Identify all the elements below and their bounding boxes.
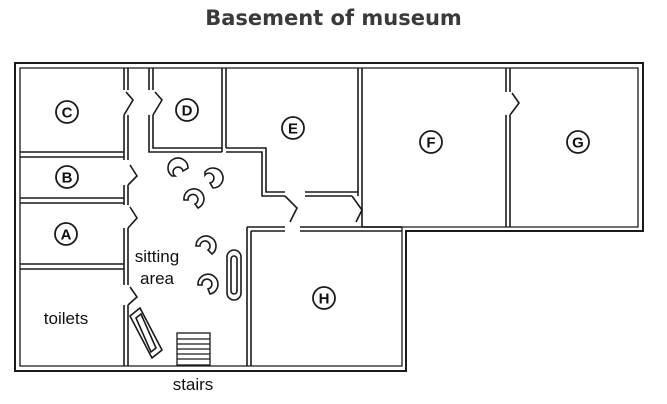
room-c-label: C	[62, 105, 73, 122]
room-h-label: H	[319, 291, 330, 308]
room-e-walls	[221, 68, 402, 228]
room-b-label: B	[62, 170, 73, 187]
room-d-label: D	[182, 103, 193, 120]
room-h-walls	[246, 226, 402, 366]
stairs-label: stairs	[173, 375, 214, 394]
room-g-label: G	[572, 135, 584, 152]
room-f-label: F	[426, 135, 435, 152]
sitting-area-label-line1: sitting	[135, 247, 179, 266]
room-a-label: A	[61, 227, 72, 244]
stairs-icon	[176, 332, 211, 366]
sitting-area-label-line2: area	[140, 269, 175, 288]
sofa-icon	[128, 249, 242, 360]
room-letter-circles	[54, 98, 590, 310]
room-e-label: E	[288, 121, 298, 138]
outer-wall	[14, 62, 644, 372]
room-d-walls	[148, 68, 222, 153]
left-room-walls	[20, 68, 129, 366]
door-icon	[123, 91, 520, 306]
room-fg-walls	[505, 68, 511, 227]
toilets-label: toilets	[44, 309, 88, 328]
diagram-title: Basement of museum	[205, 6, 462, 30]
chair-icon	[167, 157, 224, 295]
